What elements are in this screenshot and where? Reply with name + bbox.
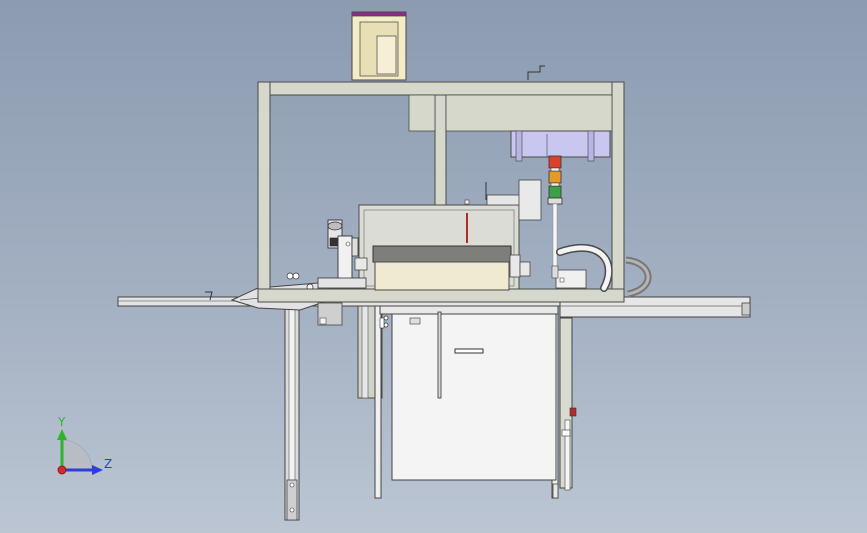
lower-cabinet — [357, 301, 577, 499]
left-support-column — [284, 307, 300, 521]
machine-frame — [257, 65, 625, 303]
stack-light — [547, 155, 563, 269]
upper-hood — [510, 130, 611, 162]
left-actuator — [286, 219, 368, 326]
axis-triad: Y Z — [57, 415, 112, 475]
cable-guide — [551, 243, 652, 298]
z-axis-label: Z — [104, 457, 112, 471]
x-axis-origin — [57, 465, 67, 475]
top-control-box — [351, 11, 407, 81]
triad-quadrant — [61, 439, 93, 471]
y-axis-label: Y — [57, 415, 66, 429]
inner-machine-block — [358, 179, 542, 291]
